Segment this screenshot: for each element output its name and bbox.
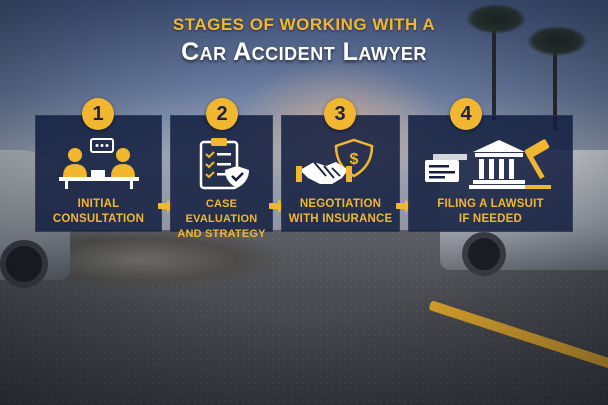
stage-label-line-2: IF NEEDED (458, 213, 523, 225)
stage-label: CASE EVALUATION AND STRATEGY (170, 197, 273, 242)
stage-label-line-1: FILING A LAWSUIT (437, 198, 544, 210)
svg-text:$: $ (349, 151, 358, 168)
car-wheel (462, 232, 506, 276)
stage-label-line-2: AND STRATEGY (177, 228, 266, 240)
stage-label-line-2: WITH INSURANCE (288, 213, 393, 225)
stage-number-badge: 2 (206, 98, 238, 130)
stage-number-badge: 3 (324, 98, 356, 130)
palm-trunk (553, 40, 557, 130)
stage-label-line-1: CASE EVALUATION (185, 198, 258, 225)
stage-label-line-1: NEGOTIATION (299, 198, 382, 210)
car-wheel (0, 240, 48, 288)
stage-number-badge: 1 (82, 98, 114, 130)
handshake-shield-icon: $ (281, 135, 400, 193)
courthouse-gavel-icon (408, 135, 573, 193)
crash-debris (40, 230, 280, 290)
clipboard-checklist-icon (170, 135, 273, 193)
consultation-icon (35, 135, 162, 193)
stage-label: INITIAL CONSULTATION (35, 197, 162, 227)
stage-label: NEGOTIATION WITH INSURANCE (281, 197, 400, 227)
palm-trunk (492, 20, 496, 120)
palm-crown (466, 4, 526, 34)
stage-number-badge: 4 (450, 98, 482, 130)
title-line-1: STAGES OF WORKING WITH A (172, 15, 436, 34)
palm-crown (527, 26, 587, 56)
stage-label-line-2: CONSULTATION (52, 213, 145, 225)
stage-label-line-1: INITIAL (77, 198, 120, 210)
title-line-2: Car Accident Lawyer (181, 38, 427, 66)
stage-label: FILING A LAWSUIT IF NEEDED (408, 197, 573, 227)
